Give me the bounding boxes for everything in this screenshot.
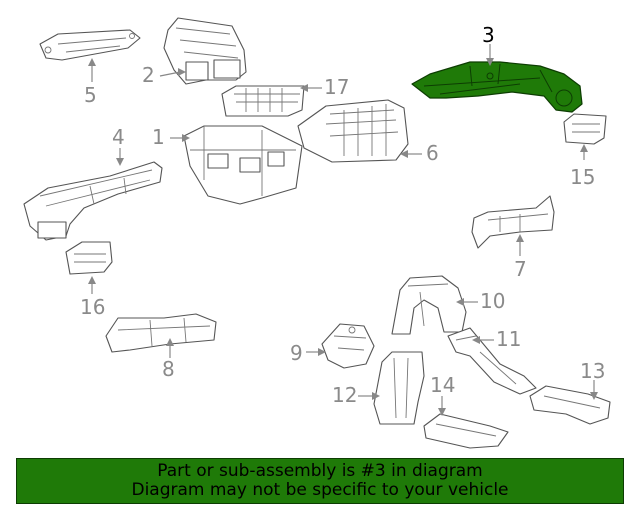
part-3-duct-highlighted[interactable] [411, 61, 583, 113]
callout-15: 15 [570, 165, 595, 189]
part-6-vent-assembly[interactable] [297, 99, 409, 163]
callout-8: 8 [162, 357, 175, 381]
callout-14: 14 [430, 373, 455, 397]
part-10-duct[interactable] [391, 275, 467, 335]
part-12-duct[interactable] [373, 351, 425, 425]
callout-5: 5 [84, 83, 97, 107]
callout-2: 2 [142, 63, 155, 87]
callout-11: 11 [496, 327, 521, 351]
part-14-duct[interactable] [423, 413, 509, 449]
callout-4: 4 [112, 125, 125, 149]
part-2-duct[interactable] [163, 17, 247, 85]
part-16-vent[interactable] [65, 241, 113, 275]
part-4-duct[interactable] [23, 161, 163, 241]
part-7-bracket[interactable] [471, 195, 555, 249]
callout-17: 17 [324, 75, 349, 99]
part-8-bracket[interactable] [105, 313, 217, 353]
part-17-vent[interactable] [221, 85, 305, 117]
leader-lines [88, 44, 598, 416]
callout-13: 13 [580, 359, 605, 383]
notice-banner: Part or sub-assembly is #3 in diagram Di… [16, 458, 624, 504]
callout-12: 12 [332, 383, 357, 407]
callout-1: 1 [152, 125, 165, 149]
callout-6: 6 [426, 141, 439, 165]
callout-9: 9 [290, 341, 303, 365]
callout-7: 7 [514, 257, 527, 281]
callout-3: 3 [482, 23, 495, 47]
notice-line-disclaimer: Diagram may not be specific to your vehi… [131, 480, 509, 500]
callout-16: 16 [80, 295, 105, 319]
part-9-actuator[interactable] [321, 323, 375, 369]
part-15-vent[interactable] [563, 113, 607, 145]
part-5-bracket[interactable] [39, 29, 141, 61]
part-13-duct[interactable] [529, 385, 611, 425]
callout-10: 10 [480, 289, 505, 313]
part-11-duct[interactable] [447, 327, 537, 395]
notice-line-part: Part or sub-assembly is #3 in diagram [157, 461, 483, 481]
part-1-distribution-box[interactable] [183, 125, 303, 205]
